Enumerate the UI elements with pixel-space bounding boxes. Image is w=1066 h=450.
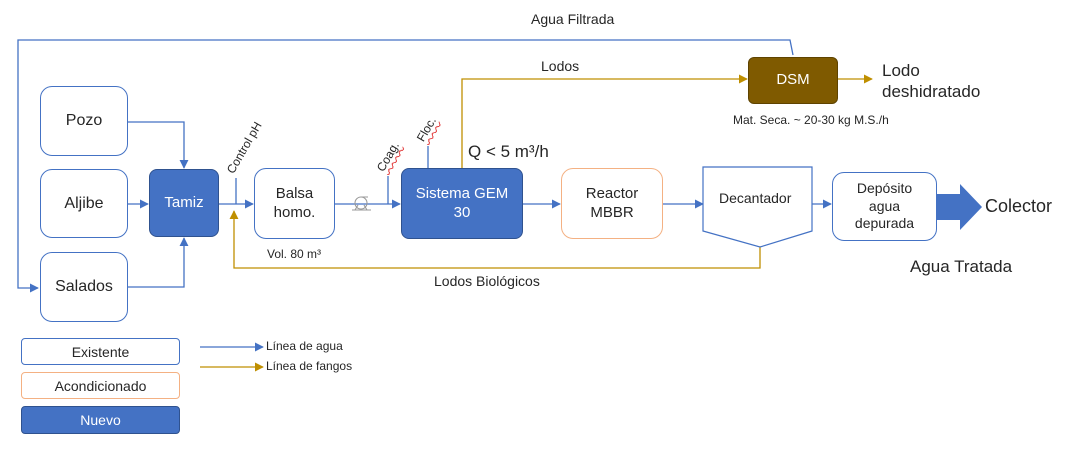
aljibe-box: Aljibe [40, 169, 128, 238]
pozo-box: Pozo [40, 86, 128, 156]
agua-filtrada-label: Agua Filtrada [531, 11, 615, 27]
lodos-biologicos-label: Lodos Biológicos [434, 273, 540, 289]
reactor-box: Reactor MBBR [561, 168, 663, 239]
agua-filtrada-line [17, 39, 794, 293]
pozo-label: Pozo [65, 112, 103, 129]
legend-acondicionado: Acondicionado [21, 372, 180, 399]
gem-box: Sistema GEM 30 [401, 168, 523, 239]
pump-icon [352, 196, 371, 211]
salados-box: Salados [40, 252, 128, 322]
salados-to-tamiz-line [128, 237, 189, 288]
tamiz-label: Tamiz [164, 193, 204, 211]
caudal-label: Q < 5 m³/h [468, 142, 549, 161]
balsa-label: Balsa homo. [273, 184, 316, 221]
decantador-shape [702, 166, 813, 248]
reactor-label: Reactor MBBR [585, 184, 639, 221]
legend-acondicionado-label: Acondicionado [54, 377, 147, 394]
colector-arrow [937, 184, 982, 230]
mat-seca-label: Mat. Seca. ~ 20-30 kg M.S./h [733, 113, 889, 127]
lodo-deshidratado-label: Lodo deshidratado [882, 61, 981, 102]
deposito-box: Depósito agua depurada [832, 172, 937, 241]
tamiz-box: Tamiz [149, 169, 219, 237]
legend-linea-fangos: Línea de fangos [266, 359, 353, 373]
lodos-label: Lodos [541, 58, 580, 74]
agua-tratada-label: Agua Tratada [910, 257, 1013, 276]
legend-nuevo-label: Nuevo [80, 412, 121, 428]
legend-linea-agua: Línea de agua [266, 339, 343, 353]
lodos-line [461, 74, 748, 168]
gem-label: Sistema GEM 30 [415, 184, 509, 221]
legend-existente: Existente [21, 338, 180, 365]
legend-existente-label: Existente [71, 343, 130, 360]
salados-label: Salados [55, 278, 113, 295]
legend-nuevo: Nuevo [21, 406, 180, 434]
pozo-to-tamiz-line [128, 121, 189, 169]
deposito-label: Depósito agua depurada [854, 180, 915, 232]
aljibe-label: Aljibe [64, 194, 104, 212]
balsa-box: Balsa homo. [254, 168, 335, 239]
lodos-biologicos-line [229, 210, 761, 269]
colector-label: Colector [985, 196, 1053, 216]
dsm-box: DSM [748, 57, 838, 104]
vol-label: Vol. 80 m³ [267, 247, 322, 261]
dsm-label: DSM [776, 71, 810, 89]
decantador-label: Decantador [719, 190, 792, 206]
